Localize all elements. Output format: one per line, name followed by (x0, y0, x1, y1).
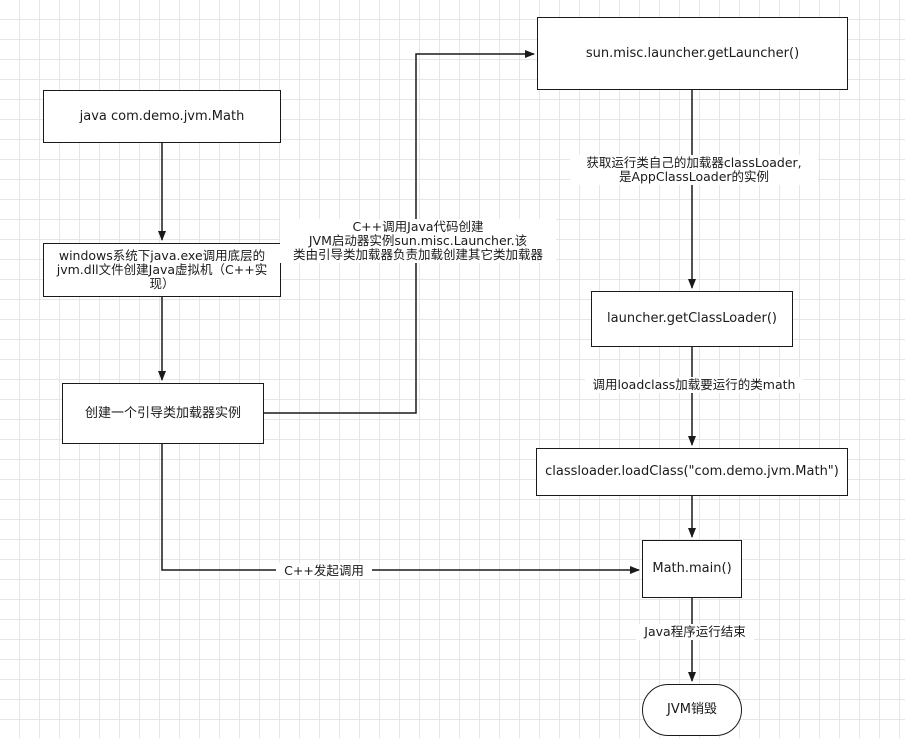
node-jvm-destroy[interactable]: JVM销毁 (642, 684, 742, 736)
node-math-main[interactable]: Math.main() (642, 540, 742, 598)
edge-label-getloader-to-loadclass: 调用loadclass加载要运行的类math (585, 377, 803, 393)
node-get-launcher[interactable]: sun.misc.launcher.getLauncher() (537, 17, 848, 90)
node-load-class[interactable]: classloader.loadClass("com.demo.jvm.Math… (536, 448, 848, 496)
node-get-launcher-label: sun.misc.launcher.getLauncher() (585, 45, 800, 61)
node-java-command[interactable]: java com.demo.jvm.Math (43, 90, 281, 143)
node-get-class-loader[interactable]: launcher.getClassLoader() (591, 291, 793, 347)
node-jvm-destroy-label: JVM销毁 (667, 702, 717, 717)
edge-label-bootstrap-to-main: C++发起调用 (276, 563, 372, 579)
edge-bootstrap-to-main (161, 444, 640, 574)
node-bootstrap-loader[interactable]: 创建一个引导类加载器实例 (62, 383, 264, 444)
node-load-class-label: classloader.loadClass("com.demo.jvm.Math… (545, 464, 839, 479)
node-java-command-label: java com.demo.jvm.Math (79, 108, 245, 124)
node-bootstrap-loader-label: 创建一个引导类加载器实例 (84, 405, 241, 421)
edge-label-launcher-to-getloader: 获取运行类自己的加载器classLoader, 是AppClassLoader的… (570, 155, 818, 185)
node-math-main-label: Math.main() (652, 561, 732, 576)
node-create-jvm[interactable]: windows系统下java.exe调用底层的jvm.dll文件创建Java虚拟… (43, 243, 281, 297)
node-get-class-loader-label: launcher.getClassLoader() (607, 311, 777, 326)
edge-label-bootstrap-to-launcher: C++调用Java代码创建 JVM启动器实例sun.misc.Launcher.… (280, 219, 556, 263)
edge-label-main-to-destroy: Java程序运行结束 (636, 624, 754, 640)
node-create-jvm-label: windows系统下java.exe调用底层的jvm.dll文件创建Java虚拟… (56, 248, 268, 291)
